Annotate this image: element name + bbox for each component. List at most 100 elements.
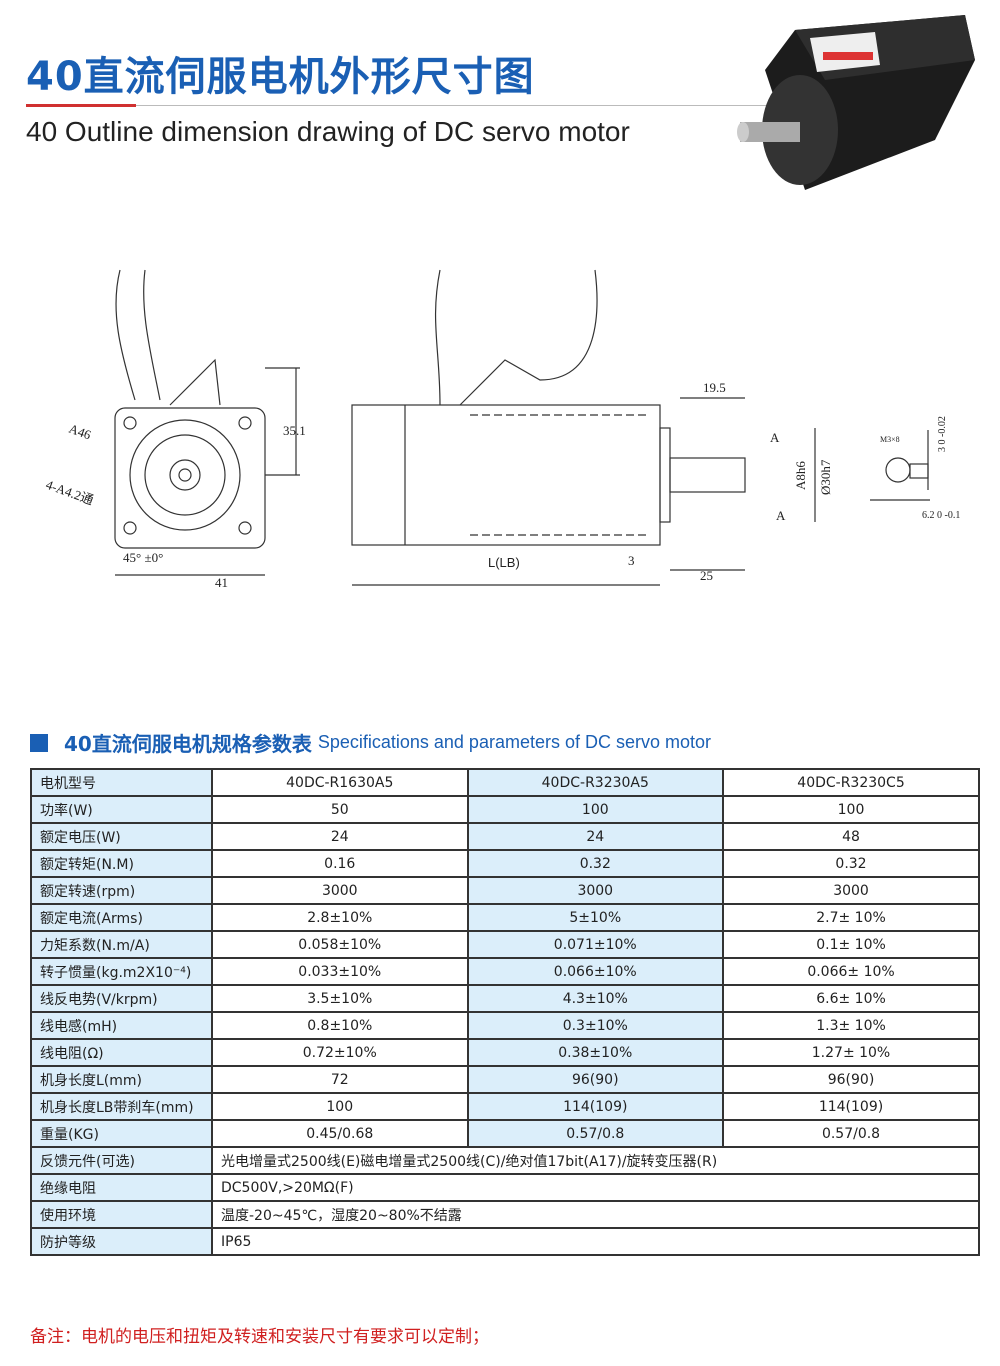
cell: 0.071±10% [466, 930, 725, 959]
title-accent-line [26, 104, 136, 107]
table-row: 使用环境温度-20~45℃，湿度20~80%不结露 [30, 1200, 980, 1229]
cell: 0.058±10% [211, 930, 469, 959]
cell: DC500V,>20MΩ(F) [211, 1173, 980, 1202]
cell: 100 [211, 1092, 469, 1121]
dim-angle: 45° ±0° [123, 550, 163, 565]
cell: 96(90) [466, 1065, 725, 1094]
table-row: 转子惯量(kg.m2X10⁻⁴)0.033±10%0.066±10%0.066±… [30, 957, 980, 986]
dim-shaft-length: 25 [700, 568, 713, 583]
dim-height: 35.1 [283, 423, 306, 438]
cell: 0.72±10% [211, 1038, 469, 1067]
cell: 114(109) [466, 1092, 725, 1121]
front-view: A46 4-A4.2通 35.1 45° ±0° 41 [44, 269, 306, 590]
section-a-bottom: A [776, 508, 786, 523]
row-label: 机身长度LB带刹车(mm) [30, 1092, 213, 1121]
cell: 1.3± 10% [722, 1011, 980, 1040]
table-row: 反馈元件(可选)光电增量式2500线(E)磁电增量式2500线(C)/绝对值17… [30, 1146, 980, 1175]
cell: 0.16 [211, 849, 469, 878]
row-label: 防护等级 [30, 1227, 213, 1256]
cell: 24 [211, 822, 469, 851]
side-view: L(LB) 3 25 19.5 A A A8h6 Ø30h7 [351, 269, 833, 586]
cell: 114(109) [722, 1092, 980, 1121]
cell: 48 [722, 822, 980, 851]
row-label: 线电感(mH) [30, 1011, 213, 1040]
cell: 5±10% [466, 903, 725, 932]
cell: 0.1± 10% [722, 930, 980, 959]
cell: 温度-20~45℃，湿度20~80%不结露 [211, 1200, 980, 1229]
cell: 6.6± 10% [722, 984, 980, 1013]
cell: 2.8±10% [211, 903, 469, 932]
page-title: 40直流伺服电机外形尺寸图 [26, 54, 535, 100]
cell: 0.066± 10% [722, 957, 980, 986]
cell: IP65 [211, 1227, 980, 1256]
cell: 0.066±10% [466, 957, 725, 986]
specs-title-en: Specifications and parameters of DC serv… [317, 732, 712, 752]
cell: 72 [211, 1065, 469, 1094]
cell: 3000 [211, 876, 469, 905]
cell: 3000 [466, 876, 725, 905]
cell: 0.32 [722, 849, 980, 878]
cell: 40DC-R3230A5 [466, 768, 725, 797]
cell: 1.27± 10% [722, 1038, 980, 1067]
row-label: 反馈元件(可选) [30, 1146, 213, 1175]
cell: 0.45/0.68 [211, 1119, 469, 1148]
cell: 2.7± 10% [722, 903, 980, 932]
specs-title-cn: 40直流伺服电机规格参数表 [64, 732, 312, 756]
row-label: 线电阻(Ω) [30, 1038, 213, 1067]
row-label: 额定转速(rpm) [30, 876, 213, 905]
row-label: 机身长度L(mm) [30, 1065, 213, 1094]
cell: 40DC-R3230C5 [722, 768, 980, 797]
row-label: 转子惯量(kg.m2X10⁻⁴) [30, 957, 213, 986]
row-label: 额定电流(Arms) [30, 903, 213, 932]
dim-holes: 4-A4.2通 [44, 477, 96, 508]
row-label: 线反电势(V/krpm) [30, 984, 213, 1013]
cell: 24 [466, 822, 725, 851]
cell: 0.033±10% [211, 957, 469, 986]
dim-key-height: 6.2 0 -0.1 [922, 510, 960, 521]
dim-step: 3 [628, 553, 635, 568]
cell: 3000 [722, 876, 980, 905]
table-row: 线电阻(Ω)0.72±10%0.38±10%1.27± 10% [30, 1038, 980, 1067]
table-row: 线反电势(V/krpm)3.5±10%4.3±10%6.6± 10% [30, 984, 980, 1013]
cell: 50 [211, 795, 469, 824]
section-view: M3×8 3 0 -0.02 6.2 0 -0.1 [870, 416, 960, 521]
cell: 100 [466, 795, 725, 824]
cell: 0.32 [466, 849, 725, 878]
table-row: 额定电流(Arms)2.8±10%5±10%2.7± 10% [30, 903, 980, 932]
row-label: 重量(KG) [30, 1119, 213, 1148]
cell: 96(90) [722, 1065, 980, 1094]
cell: 40DC-R1630A5 [211, 768, 469, 797]
specs-heading: 40直流伺服电机规格参数表 Specifications and paramet… [30, 728, 711, 757]
page-subtitle: 40 Outline dimension drawing of DC servo… [26, 116, 630, 147]
row-label: 绝缘电阻 [30, 1173, 213, 1202]
cell: 100 [722, 795, 980, 824]
section-a-top: A [770, 430, 780, 445]
title-divider [136, 105, 776, 106]
row-label: 电机型号 [30, 768, 213, 797]
dim-key-width: 3 0 -0.02 [937, 416, 948, 452]
dim-flange-dia: Ø30h7 [818, 459, 833, 495]
heading-square-icon [30, 733, 48, 752]
cell: 光电增量式2500线(E)磁电增量式2500线(C)/绝对值17bit(A17)… [211, 1146, 980, 1175]
cell: 3.5±10% [211, 984, 469, 1013]
motor-photo [737, 15, 975, 190]
cell: 0.38±10% [466, 1038, 725, 1067]
outline-drawing: A46 4-A4.2通 35.1 45° ±0° 41 L(LB) 3 25 1… [44, 269, 960, 590]
cell: 0.8±10% [211, 1011, 469, 1040]
footnote: 备注：电机的电压和扭矩及转速和安装尺寸有要求可以定制； [30, 1327, 489, 1347]
dim-key-length: 19.5 [703, 380, 726, 395]
cell: 4.3±10% [466, 984, 725, 1013]
row-label: 力矩系数(N.m/A) [30, 930, 213, 959]
dim-shaft-dia: A8h6 [793, 461, 808, 490]
row-label: 额定电压(W) [30, 822, 213, 851]
